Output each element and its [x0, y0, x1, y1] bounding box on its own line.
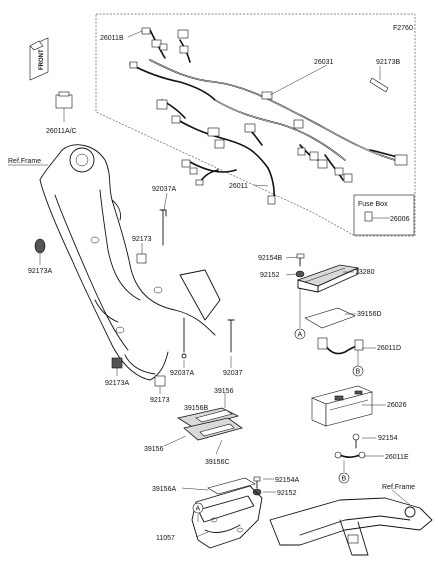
callout-B-bottom: B	[338, 460, 350, 484]
fuse-box-title: Fuse Box	[358, 201, 388, 208]
clamp-92037A-bottom	[181, 317, 187, 359]
harness-region-outline	[95, 13, 416, 237]
label-26011D: 26011D	[377, 345, 401, 352]
leader-lines	[39, 30, 386, 538]
label-26031: 26031	[314, 59, 334, 66]
label-26006: 26006	[390, 216, 410, 223]
label-92037: 92037	[223, 370, 243, 377]
rear-subframe	[269, 489, 433, 556]
clamp-92037A-top	[159, 209, 167, 246]
label-92152-mid: 92152	[260, 272, 280, 279]
callout-B-mid: B	[352, 365, 364, 377]
pad-39156A	[207, 477, 256, 495]
label-92154: 92154	[378, 435, 398, 442]
damper-92173A-left	[34, 238, 46, 254]
relay-26011AC	[55, 91, 73, 122]
label-92154A: 92154A	[275, 477, 299, 484]
lead-26011D	[317, 337, 364, 355]
clamp-92173-top	[136, 253, 147, 264]
label-ref-frame-top: Ref.Frame	[8, 158, 41, 165]
label-92154B: 92154B	[258, 255, 282, 262]
label-26011AC: 26011A/C	[46, 128, 77, 135]
label-92173-bottom: 92173	[150, 397, 170, 404]
frame	[8, 144, 221, 381]
label-26011B: 26011B	[100, 35, 124, 42]
label-92173A-left: 92173A	[28, 268, 52, 275]
label-92037A-top: 92037A	[152, 186, 176, 193]
collar-92152-mid	[295, 270, 305, 278]
diagram-id: F2760	[393, 25, 413, 32]
label-13280: 13280	[355, 269, 375, 276]
label-92152-bottom: 92152	[277, 490, 297, 497]
label-92173A-bottom: 92173A	[105, 380, 129, 387]
label-26011: 26011	[229, 183, 248, 190]
callout-A-bottom: A	[192, 502, 204, 522]
clamp-92037	[227, 319, 235, 353]
label-39156A: 39156A	[152, 486, 176, 493]
callout-A-mid: A	[294, 288, 306, 340]
main-harness-26031	[129, 27, 408, 205]
svg-text:B: B	[342, 476, 347, 483]
svg-text:A: A	[298, 332, 303, 339]
clamp-92173-bottom	[154, 375, 166, 387]
battery-26026	[311, 385, 373, 427]
label-92037A-bottom: 92037A	[170, 370, 194, 377]
label-39156-left: 39156	[144, 446, 164, 453]
label-39156: 39156	[214, 388, 234, 395]
label-39156D: 39156D	[357, 311, 382, 318]
lead-26011E	[334, 451, 366, 459]
battery-case-11057	[191, 485, 263, 549]
label-39156C: 39156C	[205, 459, 230, 466]
label-ref-frame-bottom: Ref.Frame	[382, 484, 415, 491]
pad-39156-set	[176, 393, 243, 441]
strap-92173B	[369, 77, 389, 93]
bolt-92154A	[253, 476, 261, 489]
bolt-92154B	[296, 253, 305, 267]
label-26011E: 26011E	[385, 454, 409, 461]
label-39156B: 39156B	[184, 405, 208, 412]
svg-text:B: B	[356, 369, 361, 376]
fuse-box-inset: Fuse Box	[353, 194, 415, 236]
label-26026: 26026	[387, 402, 407, 409]
bolt-92154	[352, 433, 360, 449]
damper-92173A-bottom	[111, 357, 123, 369]
bracket-13280	[296, 264, 360, 293]
svg-text:A: A	[196, 506, 201, 513]
front-badge-text: FRONT	[39, 49, 45, 70]
pad-39156D	[304, 307, 356, 329]
label-92173B: 92173B	[376, 59, 400, 66]
label-92173-top: 92173	[132, 236, 152, 243]
front-direction-badge: FRONT	[29, 37, 49, 81]
label-11057: 11057	[156, 535, 175, 542]
